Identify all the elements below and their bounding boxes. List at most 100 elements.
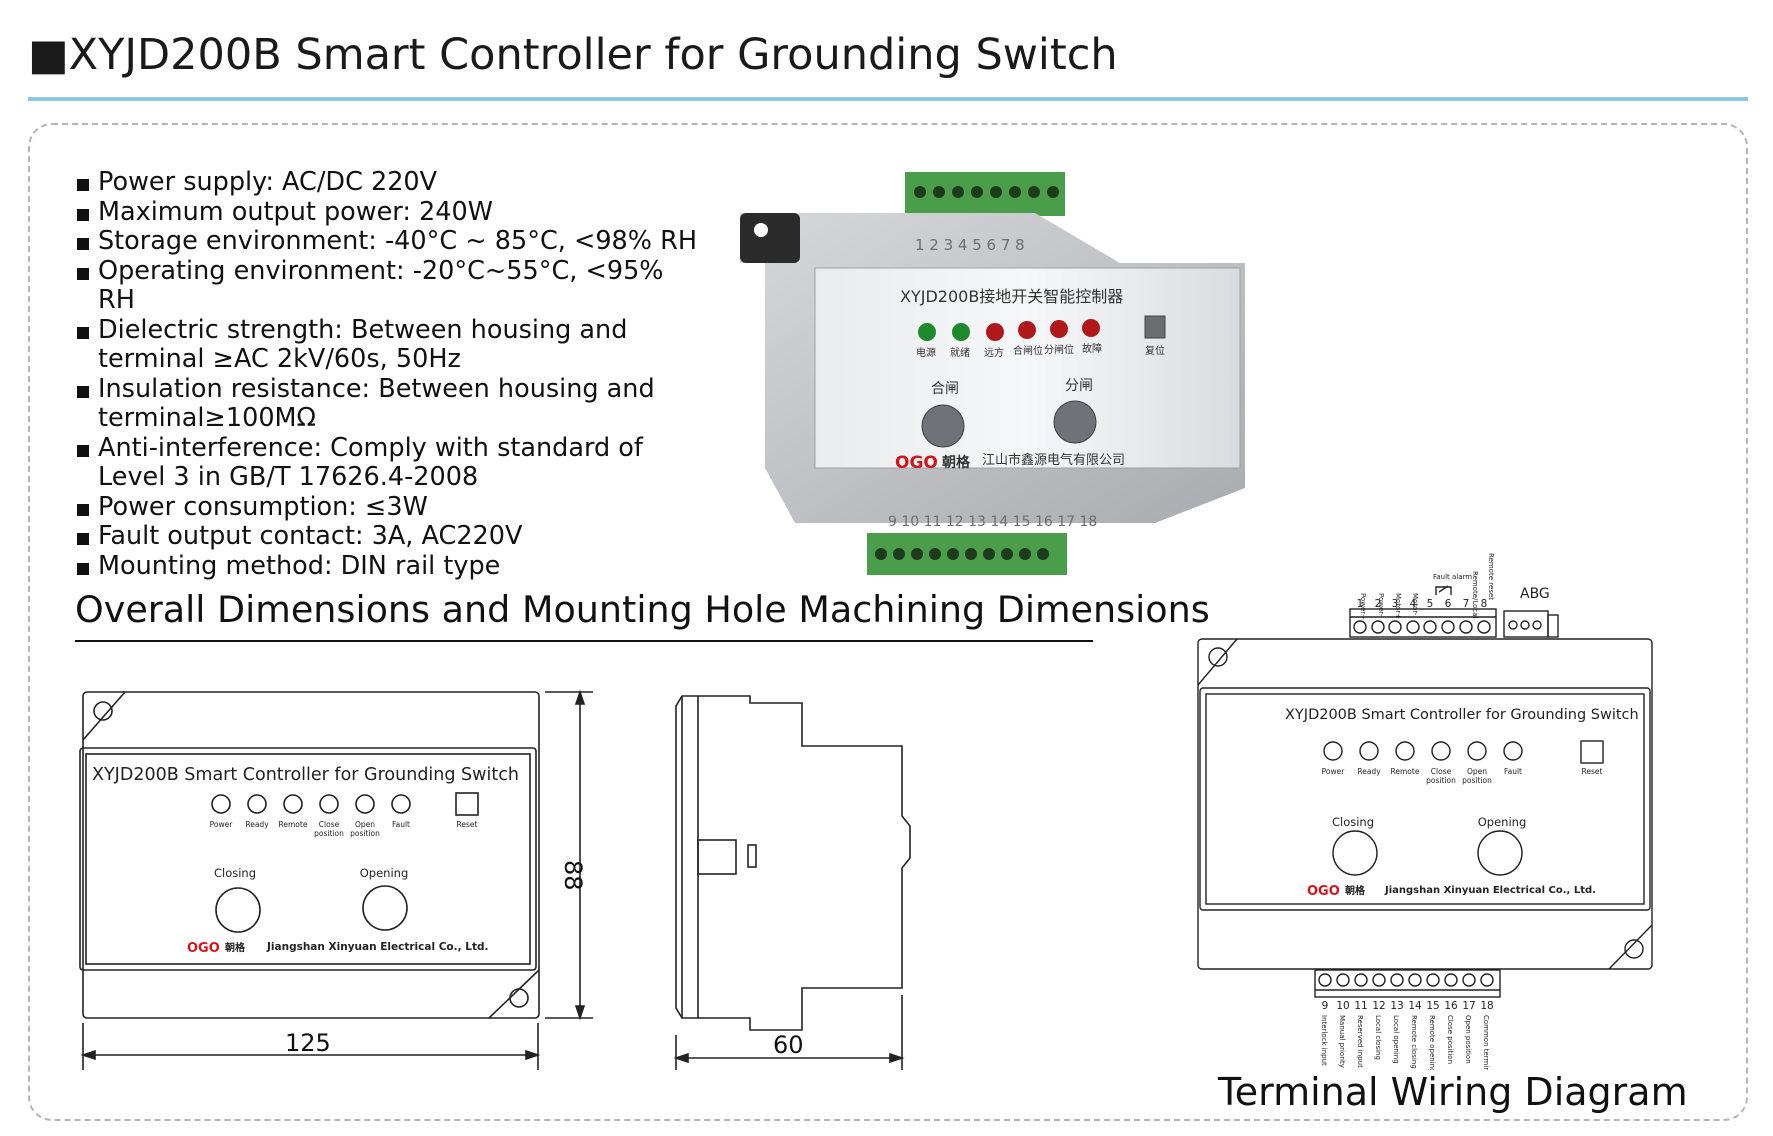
photo-bottom-numbers: 9 10 11 12 13 14 15 16 17 18 bbox=[888, 514, 1097, 530]
title-text: XYJD200B Smart Controller for Grounding … bbox=[68, 30, 1118, 80]
reset-square bbox=[455, 792, 479, 816]
indicator-label: Ready bbox=[1357, 767, 1381, 776]
photo-led-label: 就绪 bbox=[950, 346, 970, 359]
wiring-brand: OGO bbox=[1307, 884, 1340, 899]
wiring-panel-title: XYJD200B Smart Controller for Grounding … bbox=[1285, 707, 1639, 723]
indicator-label: Open bbox=[1467, 767, 1487, 776]
wiring-housing bbox=[1197, 638, 1653, 970]
photo-top-numbers: 1 2 3 4 5 6 7 8 bbox=[915, 236, 1025, 254]
top-terminal-label: Power+ bbox=[1359, 593, 1367, 620]
spec-item: Mounting method: DIN rail type bbox=[75, 551, 705, 582]
spec-item: Power consumption: ≤3W bbox=[75, 492, 705, 523]
reset-label: Reset bbox=[457, 820, 478, 829]
top-terminal-number: 8 bbox=[1481, 598, 1488, 610]
photo-led-label: 故障 bbox=[1082, 342, 1102, 355]
indicator-label: Fault bbox=[392, 820, 410, 829]
side-outline bbox=[675, 695, 911, 1031]
product-photo: 1 2 3 4 5 6 7 8 XYJD200B接地开关智能控制器 电源 就绪 … bbox=[740, 172, 1245, 575]
abg-label: ABG bbox=[1520, 586, 1550, 602]
photo-close-label: 合闸 bbox=[931, 381, 959, 397]
drawing-company: Jiangshan Xinyuan Electrical Co., Ltd. bbox=[266, 941, 488, 953]
depth-dimension: 60 bbox=[773, 1031, 804, 1059]
photo-device-label: XYJD200B接地开关智能控制器 bbox=[900, 287, 1123, 306]
indicator-circle bbox=[319, 794, 339, 814]
photo-open-label: 分闸 bbox=[1065, 378, 1093, 394]
spec-item: Insulation resistance: Between housing a… bbox=[75, 374, 705, 434]
indicator-label: position bbox=[350, 829, 380, 838]
front-view-drawing: XYJD200B Smart Controller for Grounding … bbox=[79, 689, 593, 1070]
spec-item: Storage environment: -40°C ~ 85°C, <98% … bbox=[75, 226, 705, 257]
indicator-circle bbox=[247, 794, 267, 814]
front-panel bbox=[814, 267, 1241, 469]
spec-item: Fault output contact: 3A, AC220V bbox=[75, 521, 705, 552]
indicator-label: position bbox=[1462, 776, 1492, 785]
bottom-terminal-label: Manual priority bbox=[1338, 1015, 1346, 1068]
bottom-terminal-label: Remote closing bbox=[1410, 1015, 1418, 1069]
front-outline bbox=[82, 691, 540, 1019]
photo-brand: OGO bbox=[895, 453, 938, 473]
bottom-terminal-number: 14 bbox=[1408, 1000, 1422, 1012]
title-underline bbox=[28, 97, 1748, 101]
top-terminal-number: 2 bbox=[1375, 598, 1382, 610]
bottom-terminal-label: Remote opening bbox=[1428, 1015, 1436, 1070]
wiring-diagram-title: Terminal Wiring Diagram bbox=[1218, 1070, 1688, 1114]
indicator-label: Remote bbox=[1391, 767, 1420, 776]
indicator-label: Fault bbox=[1504, 767, 1522, 776]
closing-label: Closing bbox=[214, 866, 256, 880]
indicator-label: Power bbox=[210, 820, 234, 829]
spec-item: Maximum output power: 240W bbox=[75, 197, 705, 228]
led-close bbox=[1018, 321, 1036, 339]
width-dimension: 125 bbox=[285, 1029, 331, 1057]
top-terminal-label: Fault alarm bbox=[1433, 573, 1472, 581]
photo-company: 江山市鑫源电气有限公司 bbox=[982, 452, 1125, 468]
led-fault bbox=[1082, 319, 1100, 337]
top-terminal-number: 1 bbox=[1357, 598, 1364, 610]
led-power bbox=[918, 323, 936, 341]
drawing-brand-cn: 朝格 bbox=[225, 941, 246, 954]
photo-led-label: 合闸位 bbox=[1013, 344, 1043, 357]
closing-button-outline bbox=[215, 887, 261, 933]
bottom-terminal-label: Local closing bbox=[1374, 1015, 1382, 1060]
opening-button-outline bbox=[362, 885, 408, 931]
led-remote bbox=[986, 323, 1004, 341]
drawing-brand: OGO bbox=[187, 941, 220, 956]
spec-list: Power supply: AC/DC 220V Maximum output … bbox=[75, 167, 705, 582]
bottom-terminal-number: 13 bbox=[1390, 1000, 1403, 1012]
bottom-terminal-label: Open position bbox=[1464, 1015, 1472, 1064]
top-terminal-number: 3 bbox=[1392, 598, 1399, 610]
photo-close-button bbox=[921, 404, 965, 448]
bottom-terminal-label: Common terminal bbox=[1482, 1015, 1490, 1070]
drawing-panel-title: XYJD200B Smart Controller for Grounding … bbox=[92, 765, 519, 785]
page-title: ■XYJD200B Smart Controller for Grounding… bbox=[28, 30, 1118, 80]
indicator-label: Remote bbox=[279, 820, 308, 829]
top-terminal-label: Motor+ bbox=[1394, 593, 1402, 619]
indicator-circle bbox=[391, 794, 411, 814]
bottom-terminal-label: Reserved input bbox=[1356, 1015, 1364, 1068]
section-heading: Overall Dimensions and Mounting Hole Mac… bbox=[75, 588, 1210, 631]
indicator-label: position bbox=[314, 829, 344, 838]
bottom-terminal-number: 9 bbox=[1322, 1000, 1329, 1012]
reset-label: Reset bbox=[1582, 767, 1603, 776]
mount-hole bbox=[93, 701, 113, 721]
height-dimension: 88 bbox=[559, 860, 587, 891]
photo-reset-label: 复位 bbox=[1145, 344, 1165, 357]
front-panel-outline bbox=[79, 747, 537, 971]
bottom-terminal-number: 11 bbox=[1354, 1000, 1367, 1012]
opening-label: Opening bbox=[360, 866, 409, 880]
spec-item: Dielectric strength: Between housing and… bbox=[75, 315, 705, 375]
indicator-label: Close bbox=[1431, 767, 1452, 776]
top-terminal-strip bbox=[1349, 608, 1497, 638]
top-terminal-label: Motor- bbox=[1411, 593, 1419, 616]
din-clip bbox=[697, 839, 737, 875]
wiring-diagram: Power+ Power- Motor+ Motor- Fault alarm … bbox=[1197, 553, 1653, 1070]
bottom-terminal-number: 15 bbox=[1426, 1000, 1439, 1012]
indicator-circle bbox=[211, 794, 231, 814]
indicator-circle bbox=[355, 794, 375, 814]
bottom-terminal-number: 16 bbox=[1444, 1000, 1458, 1012]
top-terminal-label: Remote reset bbox=[1487, 553, 1495, 600]
section-underline bbox=[75, 640, 1093, 642]
bottom-terminal-strip bbox=[1314, 969, 1501, 998]
indicator-circle bbox=[283, 794, 303, 814]
bottom-terminal-label: Local opening bbox=[1392, 1015, 1400, 1064]
spec-item: Operating environment: -20°C~55°C, <95% … bbox=[75, 256, 705, 316]
